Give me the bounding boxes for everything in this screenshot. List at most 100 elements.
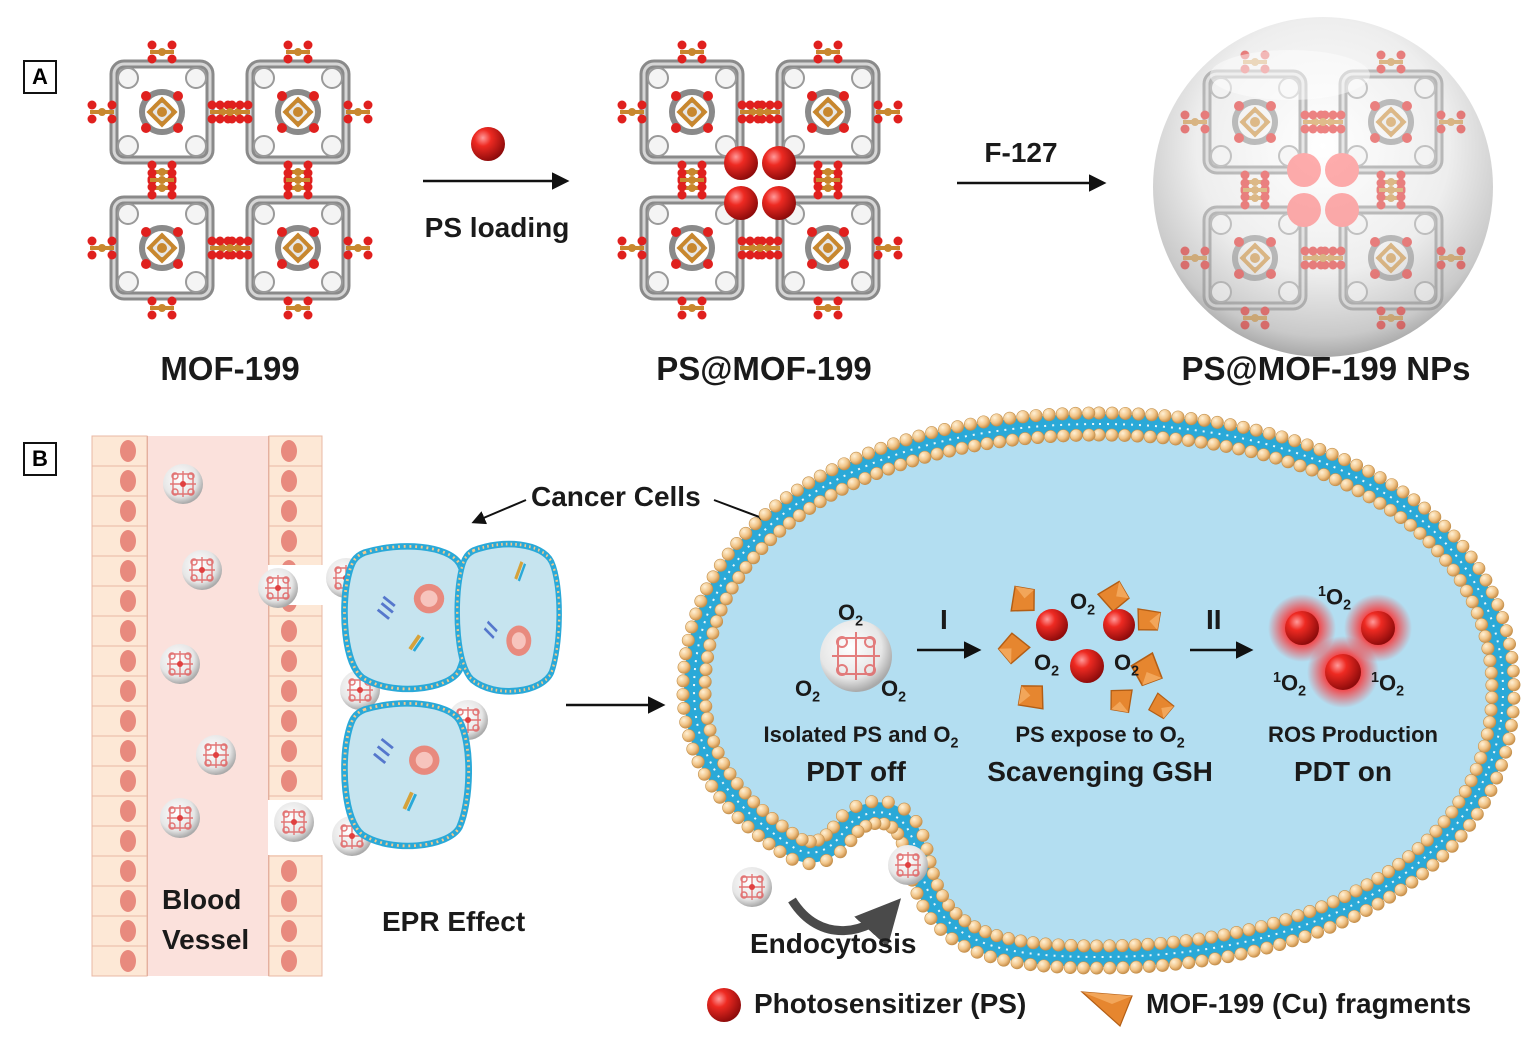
lipid-head: [1426, 858, 1440, 872]
lipid-head: [1396, 485, 1410, 499]
lipid-head: [1438, 519, 1452, 533]
lipid-head: [785, 852, 799, 866]
lipid-head: [779, 491, 793, 505]
lipid-head: [1129, 960, 1143, 974]
ps-mof-199-nanoparticle: [1153, 17, 1493, 357]
lipid-head: [1315, 900, 1329, 914]
lipid-head: [1362, 490, 1376, 504]
lipid-head: [1456, 539, 1470, 553]
lipid-head: [1288, 434, 1302, 448]
legend-ps-label: Photosensitizer (PS): [754, 988, 1027, 1019]
endothelial-cell: [91, 915, 148, 947]
lipid-head: [958, 914, 972, 928]
lipid-head: [1105, 428, 1119, 442]
lipid-head: [1359, 903, 1373, 917]
lipid-head: [700, 711, 714, 725]
lipid-head: [899, 433, 913, 447]
lipid-head: [717, 757, 731, 771]
lipid-head: [1335, 915, 1349, 929]
lipid-head: [983, 950, 997, 964]
lipid-head: [751, 829, 765, 843]
o2-label: O2: [795, 676, 821, 706]
lipid-head: [1458, 785, 1472, 799]
endothelial-cell: [268, 675, 323, 707]
lipid-head: [1023, 958, 1037, 972]
lipid-head: [1197, 413, 1211, 427]
panel-a-letter: A: [23, 60, 57, 94]
singlet-o2-label: 1O2: [1371, 670, 1405, 700]
lipid-head: [967, 439, 981, 453]
endothelial-nucleus: [281, 620, 297, 642]
lipid-head: [765, 811, 779, 825]
endocytosis-nanoparticle-inside: [887, 844, 929, 886]
lipid-head: [1504, 718, 1518, 732]
lipid-head: [1460, 584, 1474, 598]
lipid-head: [1360, 878, 1374, 892]
ps-molecule: [471, 127, 505, 161]
lipid-head: [1361, 464, 1375, 478]
lipid-head: [1373, 496, 1387, 510]
endothelial-nucleus: [281, 440, 297, 462]
lipid-head: [1475, 618, 1489, 632]
lipid-head: [682, 729, 696, 743]
lipid-head: [1207, 437, 1221, 451]
lipid-head: [909, 815, 923, 829]
lipid-head: [1452, 795, 1466, 809]
lipid-head: [916, 828, 930, 842]
lipid-head: [1285, 934, 1299, 948]
endocytosis-arrow: [788, 897, 902, 947]
lipid-head: [1184, 412, 1198, 426]
endothelial-cell: [91, 615, 148, 647]
lipid-head: [1077, 939, 1091, 953]
lipid-head: [1143, 430, 1157, 444]
lipid-head: [1418, 501, 1432, 515]
lipid-head: [1169, 432, 1183, 446]
lipid-head: [1169, 957, 1183, 971]
endothelial-nucleus: [120, 440, 136, 462]
lipid-head: [1010, 956, 1024, 970]
mof-199-label: MOF-199: [160, 350, 300, 387]
lipid-head: [1462, 818, 1476, 832]
lipid-head: [1221, 950, 1235, 964]
lipid-head: [897, 802, 911, 816]
endothelial-nucleus: [120, 500, 136, 522]
lipid-head: [1505, 651, 1519, 665]
lipid-head: [1503, 637, 1517, 651]
lipid-head: [1171, 410, 1185, 424]
o2-label: O2: [1114, 650, 1140, 680]
lipid-head: [1029, 409, 1043, 423]
lipid-head: [906, 454, 920, 468]
endothelial-nucleus: [281, 860, 297, 882]
lipid-head: [1323, 920, 1337, 934]
endothelial-nucleus: [120, 620, 136, 642]
lipid-head: [790, 483, 804, 497]
lipid-head: [1195, 954, 1209, 968]
lipid-head: [773, 524, 787, 538]
lipid-head: [769, 499, 783, 513]
lipid-head: [1383, 890, 1397, 904]
legend-fragment-label: MOF-199 (Cu) fragments: [1146, 988, 1472, 1019]
lipid-head: [837, 457, 851, 471]
lipid-head: [1269, 451, 1283, 465]
lipid-head: [1223, 418, 1237, 432]
lipid-head: [711, 746, 725, 760]
lipid-head: [844, 834, 858, 848]
lipid-head: [935, 889, 949, 903]
lipid-head: [1422, 535, 1436, 549]
endothelial-nucleus: [281, 770, 297, 792]
lipid-head: [689, 607, 703, 621]
lipid-head: [1042, 408, 1056, 422]
lipid-head: [762, 837, 776, 851]
lipid-head: [1234, 947, 1248, 961]
lipid-head: [1262, 426, 1276, 440]
lipid-head: [1506, 664, 1520, 678]
lipid-head: [773, 845, 787, 859]
stage3-state: PDT on: [1294, 756, 1392, 787]
o2-label: O2: [1034, 650, 1060, 680]
lipid-head: [1382, 865, 1396, 879]
lipid-head: [881, 795, 895, 809]
lipid-head: [870, 467, 884, 481]
lipid-head: [910, 886, 924, 900]
lipid-head: [713, 558, 727, 572]
lipid-head: [1491, 598, 1505, 612]
